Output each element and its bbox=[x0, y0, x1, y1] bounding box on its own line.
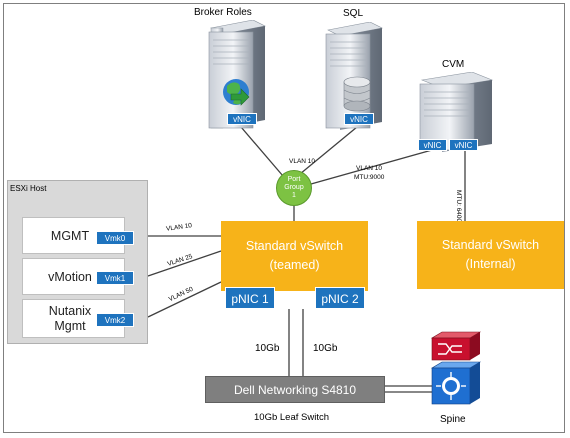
leaf-switch: Dell Networking S4810 bbox=[205, 376, 385, 403]
sql-title: SQL bbox=[343, 8, 364, 19]
cvm-vlan-label: VLAN 10 bbox=[356, 165, 383, 172]
port-group-line2: Group bbox=[284, 184, 304, 191]
sql-server-icon bbox=[325, 22, 383, 130]
port-group-1: Port Group 1 bbox=[276, 170, 312, 206]
cvm-vnic-1: vNIC bbox=[418, 139, 447, 151]
vmk1-to-vswitch-line bbox=[147, 250, 222, 277]
esxi-host-panel: ESXi Host MGMT Vmk0 vMotion Vmk1 Nutanix… bbox=[7, 180, 148, 344]
mgmt-line2-label: Mgmt bbox=[54, 319, 86, 333]
port-group-line3: 1 bbox=[292, 192, 296, 199]
diagram-frame bbox=[3, 3, 565, 433]
vswitch-teamed-line2: (teamed) bbox=[269, 258, 320, 272]
vswitch-teamed: Standard vSwitch (teamed) bbox=[221, 221, 368, 291]
cvm-title: CVM bbox=[442, 59, 465, 70]
pnic1-speed-label: 10Gb bbox=[255, 343, 280, 354]
pnic2-speed-label: 10Gb bbox=[313, 343, 338, 354]
cvm-vnic-2: vNIC bbox=[449, 139, 478, 151]
broker-roles-title: Broker Roles bbox=[194, 7, 252, 18]
vswitch-teamed-line1: Standard vSwitch bbox=[245, 239, 344, 253]
nutanix-label: Nutanix bbox=[48, 304, 92, 318]
leaf-switch-caption: 10Gb Leaf Switch bbox=[254, 412, 329, 423]
spine-label: Spine bbox=[440, 414, 466, 425]
port-group-line1: Port bbox=[287, 176, 301, 183]
broker-vnic: vNIC bbox=[227, 113, 257, 125]
sql-to-portgroup-line bbox=[299, 126, 358, 175]
mgmt-label: MGMT bbox=[50, 229, 90, 243]
vswitch-internal: Standard vSwitch (Internal) bbox=[417, 221, 564, 289]
vswitch-internal-line2: (Internal) bbox=[465, 257, 516, 271]
cvm-to-portgroup-line bbox=[310, 149, 433, 185]
vswitch-internal-line1: Standard vSwitch bbox=[441, 238, 540, 252]
broker-vlan-label: VLAN 10 bbox=[289, 158, 316, 165]
vmk0-badge: Vmk0 bbox=[96, 231, 134, 245]
vmotion-label: vMotion bbox=[48, 270, 92, 284]
mgmt-interface: MGMT Vmk0 bbox=[22, 217, 134, 254]
pnic-2: pNIC 2 bbox=[315, 287, 365, 309]
vmk2-to-vswitch-line bbox=[147, 281, 222, 318]
vmk1-badge: Vmk1 bbox=[96, 271, 134, 285]
broker-server-icon bbox=[208, 20, 266, 129]
nutanix-mgmt-interface: Nutanix Mgmt Vmk2 bbox=[22, 299, 134, 338]
cvm-mtu-label: MTU:9000 bbox=[354, 174, 385, 181]
sql-vnic: vNIC bbox=[344, 113, 374, 125]
esxi-host-title: ESXi Host bbox=[10, 184, 47, 193]
broker-to-portgroup-line bbox=[240, 126, 284, 177]
vmk2-badge: Vmk2 bbox=[96, 313, 134, 327]
pnic-1: pNIC 1 bbox=[225, 287, 275, 309]
spine-switch-icon bbox=[430, 331, 482, 405]
vmotion-interface: vMotion Vmk1 bbox=[22, 258, 134, 295]
